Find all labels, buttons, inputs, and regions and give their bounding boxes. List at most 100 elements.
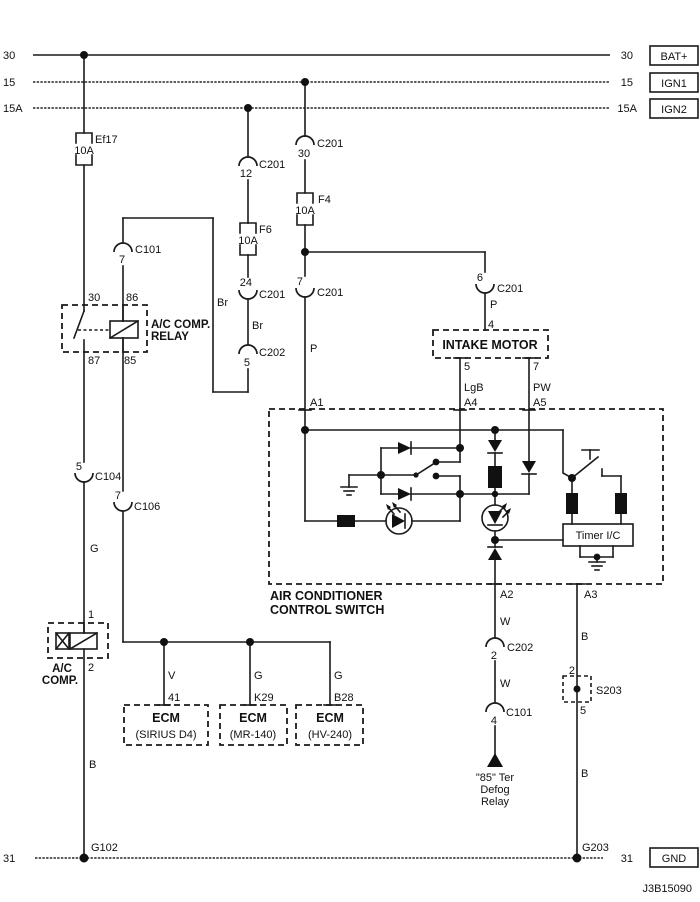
connector-pin: 6 [477,272,483,284]
wire-p-intake: P [490,299,497,311]
switch-internal-wires [304,429,622,585]
relay-pin87: 87 [88,355,100,367]
resistor-icons [337,466,627,527]
power-buses: 30 15 15A 31 30 15 15A 31 BAT+ IGN1 IGN2… [3,45,699,868]
fuse-rating: 10A [74,145,94,157]
wire-b-lower: B [581,768,588,780]
ecm-name: ECM [239,711,267,725]
pin-a4: A4 [464,397,477,409]
wire-color-labels: Br Br P P 4 LgB PW G V G G B W W B B [89,297,588,780]
connector-name: C201 [259,159,285,171]
connector-pin: 7 [119,254,125,266]
connector-icon [238,156,258,167]
relay-name-2: RELAY [151,331,189,343]
bus-30-left-label: 30 [3,50,15,62]
intake-motor-name: INTAKE MOTOR [442,338,537,352]
ground-g102: G102 [91,842,118,854]
splice-box [562,675,592,703]
ground-icon-switch [340,486,358,496]
splice-dot [573,685,581,693]
connector-c201-7: 7 C201 [295,276,343,299]
splice-pin-in: 2 [569,665,575,677]
ecm-variant: (HV-240) [308,729,352,741]
splice-s203: 2 S203 5 [562,665,622,717]
connector-pin: 5 [76,461,82,473]
ecm-pin: 41 [168,692,180,704]
connector-c201-30: 30 C201 [295,135,343,160]
ign1-tag-box [649,72,699,93]
compressor-box [47,622,109,659]
connector-c201-6: 6 C201 [475,272,523,295]
ecm-pin: K29 [254,692,274,704]
gnd-tag-box [649,847,699,868]
led-icon-right [481,503,511,532]
ecm-pin: B28 [334,692,354,704]
connector-icon [485,637,505,648]
connector-icon [113,501,133,512]
fuse-f6: F6 10A [238,222,272,256]
ecm-variant: (MR-140) [230,729,276,741]
relay-switch-arm [72,309,86,340]
wire-g-comp: G [90,543,99,555]
pin-a1: A1 [310,397,323,409]
connector-icon [238,344,258,355]
ecm-name: ECM [152,711,180,725]
connector-pin: 4 [491,715,497,727]
intake-pin4: 4 [488,319,494,331]
fuse-rating: 10A [295,205,315,217]
fuse-icon [296,192,314,204]
fuse-name: F4 [318,194,331,206]
splice-pin-out: 5 [580,705,586,717]
wire-lgb: LgB [464,382,484,394]
connector-pin: 30 [298,148,310,160]
fuse-f4: F4 10A [295,192,331,226]
connector-name: C202 [507,642,533,654]
clutch-icon [54,631,71,651]
connector-name: C106 [134,501,160,513]
bat-tag: BAT+ [660,51,687,63]
ign1-tag: IGN1 [661,78,687,90]
wire-w-upper: W [500,616,511,628]
bus-15-right-label: 15 [621,77,633,89]
control-switch-name-2: CONTROL SWITCH [270,603,384,617]
compressor-name-2: COMP. [42,675,78,687]
bat-tag-box [649,45,699,66]
fuse-icon [75,132,93,144]
wire-br-loop: Br [217,297,228,309]
connector-icon [475,283,495,294]
intake-motor: INTAKE MOTOR 5 7 [432,329,549,373]
bus-15a-right-label: 15A [617,103,637,115]
connector-icon [295,135,315,146]
fuse-rating: 10A [238,235,258,247]
defog-ref-2: Defog [480,784,509,796]
connector-c201-12: 12 C201 [238,156,285,180]
connector-name: C201 [317,138,343,150]
ground-points: G102 G203 [91,842,609,854]
bus-15-left-label: 15 [3,77,15,89]
connector-pin: 5 [244,357,250,369]
control-switch-box [268,408,664,585]
wire-w-lower: W [500,678,511,690]
connector-pin: 7 [115,490,121,502]
connector-name: C201 [497,283,523,295]
connector-name: C104 [95,471,121,483]
timer-ic-label: Timer I/C [576,530,621,542]
connector-c101-4: 4 C101 [485,702,532,727]
ground-g203: G203 [582,842,609,854]
connector-icon [113,242,133,253]
connector-name: C201 [317,287,343,299]
connector-c106-7: 7 C106 [113,490,160,513]
fuse-name: F6 [259,224,272,236]
intake-pin5: 5 [464,361,470,373]
pin-ticks [298,409,586,585]
intake-motor-box [432,329,549,359]
connector-name: C101 [135,244,161,256]
ac-comp-relay: 30 86 87 85 A/C COMP. RELAY [61,292,210,367]
intake-pin7: 7 [533,361,539,373]
ecm-module-3: B28 ECM (HV-240) [295,692,364,746]
wire-pw: PW [533,382,551,394]
connector-name: C101 [506,707,532,719]
connector-pin: 2 [491,650,497,662]
connector-name: C201 [259,289,285,301]
defog-ref-3: Relay [481,796,510,808]
